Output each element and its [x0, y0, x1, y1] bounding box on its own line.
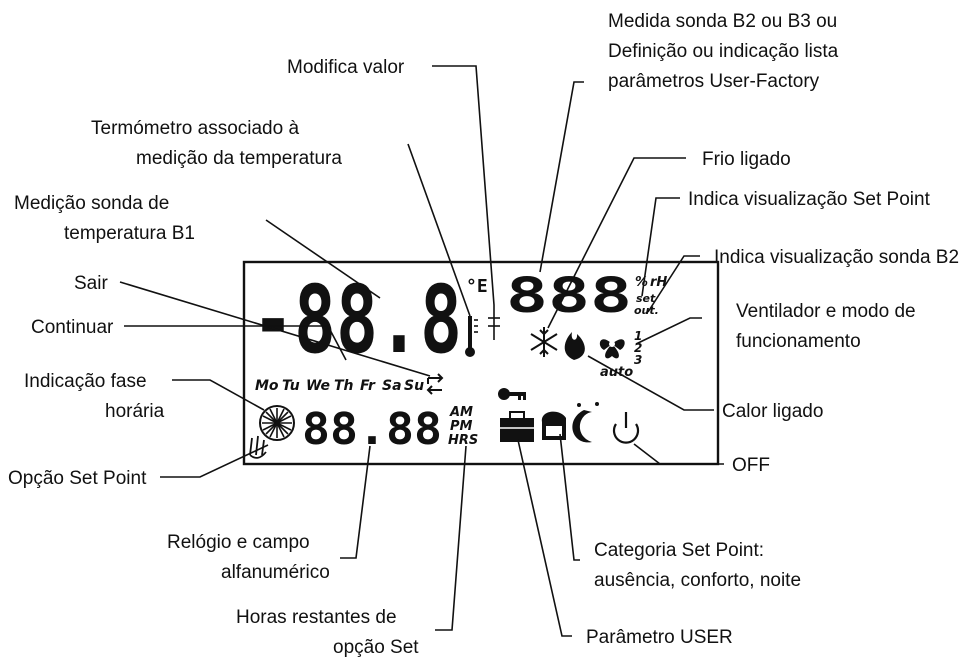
fan-mode-2: 2	[634, 341, 642, 355]
label-modifica-valor: Modifica valor	[287, 57, 405, 78]
lcd-frame	[242, 260, 720, 466]
label-relogio-2: alfanumérico	[221, 562, 330, 583]
label-medida-b2-2: Definição ou indicação lista	[608, 41, 839, 62]
label-parametro-user: Parâmetro USER	[586, 627, 733, 648]
label-medida-b2-1: Medida sonda B2 ou B3 ou	[608, 11, 837, 32]
label-continuar: Continuar	[31, 317, 114, 338]
day-su: Su	[404, 378, 424, 394]
unit-percent: %	[635, 275, 648, 290]
label-categoria-2: ausência, conforto, noite	[594, 570, 801, 591]
label-sonda-b2-vis: Indica visualização sonda B2	[714, 247, 959, 268]
label-sair: Sair	[74, 273, 108, 294]
label-horas-restantes-1: Horas restantes de	[236, 607, 397, 628]
modify-value-icon	[488, 305, 500, 340]
leader-lines	[119, 65, 724, 637]
am-indicator: AM	[449, 405, 473, 420]
label-ventilador-2: funcionamento	[736, 331, 861, 352]
label-categoria-1: Categoria Set Point:	[594, 540, 764, 561]
hrs-indicator: HRS	[448, 433, 478, 448]
degree-unit: °E	[466, 276, 488, 297]
label-termometro-1: Termómetro associado à	[91, 118, 299, 139]
key-icon	[498, 388, 526, 400]
label-set-point-vis: Indica visualização Set Point	[688, 189, 931, 210]
day-sa: Sa	[382, 378, 402, 394]
unit-rh: rH	[650, 275, 667, 290]
moon-icon	[572, 402, 599, 443]
thermometer-icon	[465, 316, 478, 357]
label-termometro-2: medição da temperatura	[136, 148, 342, 169]
flame-icon	[564, 332, 585, 360]
pm-indicator: PM	[450, 419, 473, 434]
label-medicao-b1-1: Medição sonda de	[14, 193, 169, 214]
power-icon	[612, 412, 640, 444]
fan-mode-3: 3	[634, 353, 642, 367]
snowflake-icon	[530, 327, 558, 357]
clock-digits: 88.88	[302, 404, 442, 455]
day-we: We	[306, 378, 330, 394]
day-fr: Fr	[360, 378, 376, 394]
label-fase-horaria-2: horária	[105, 401, 165, 422]
label-relogio-1: Relógio e campo	[167, 532, 310, 553]
fan-mode-1: 1	[634, 329, 642, 343]
set-indicator: set	[636, 292, 656, 305]
day-mo: Mo	[255, 378, 279, 394]
label-opcao-set-point: Opção Set Point	[8, 468, 147, 489]
out-indicator: out.	[634, 304, 659, 317]
label-horas-restantes-2: opção Set	[333, 637, 419, 658]
armchair-icon	[541, 411, 566, 440]
secondary-digits: 888	[506, 268, 632, 324]
sun-phase-icon	[259, 405, 295, 441]
label-frio: Frio ligado	[702, 149, 791, 170]
main-temperature-digits: -88.8	[252, 266, 462, 375]
label-off: OFF	[732, 455, 770, 476]
day-tu: Tu	[282, 378, 300, 394]
label-medida-b2-3: parâmetros User-Factory	[608, 71, 820, 92]
label-ventilador-1: Ventilador e modo de	[736, 301, 916, 322]
continue-arrow-icon	[426, 373, 444, 395]
briefcase-icon	[500, 411, 534, 442]
label-calor: Calor ligado	[722, 401, 823, 422]
label-fase-horaria-1: Indicação fase	[24, 371, 147, 392]
hand-icon	[249, 435, 267, 459]
day-th: Th	[334, 378, 354, 394]
label-medicao-b1-2: temperatura B1	[64, 223, 195, 244]
fan-icon	[599, 339, 625, 359]
